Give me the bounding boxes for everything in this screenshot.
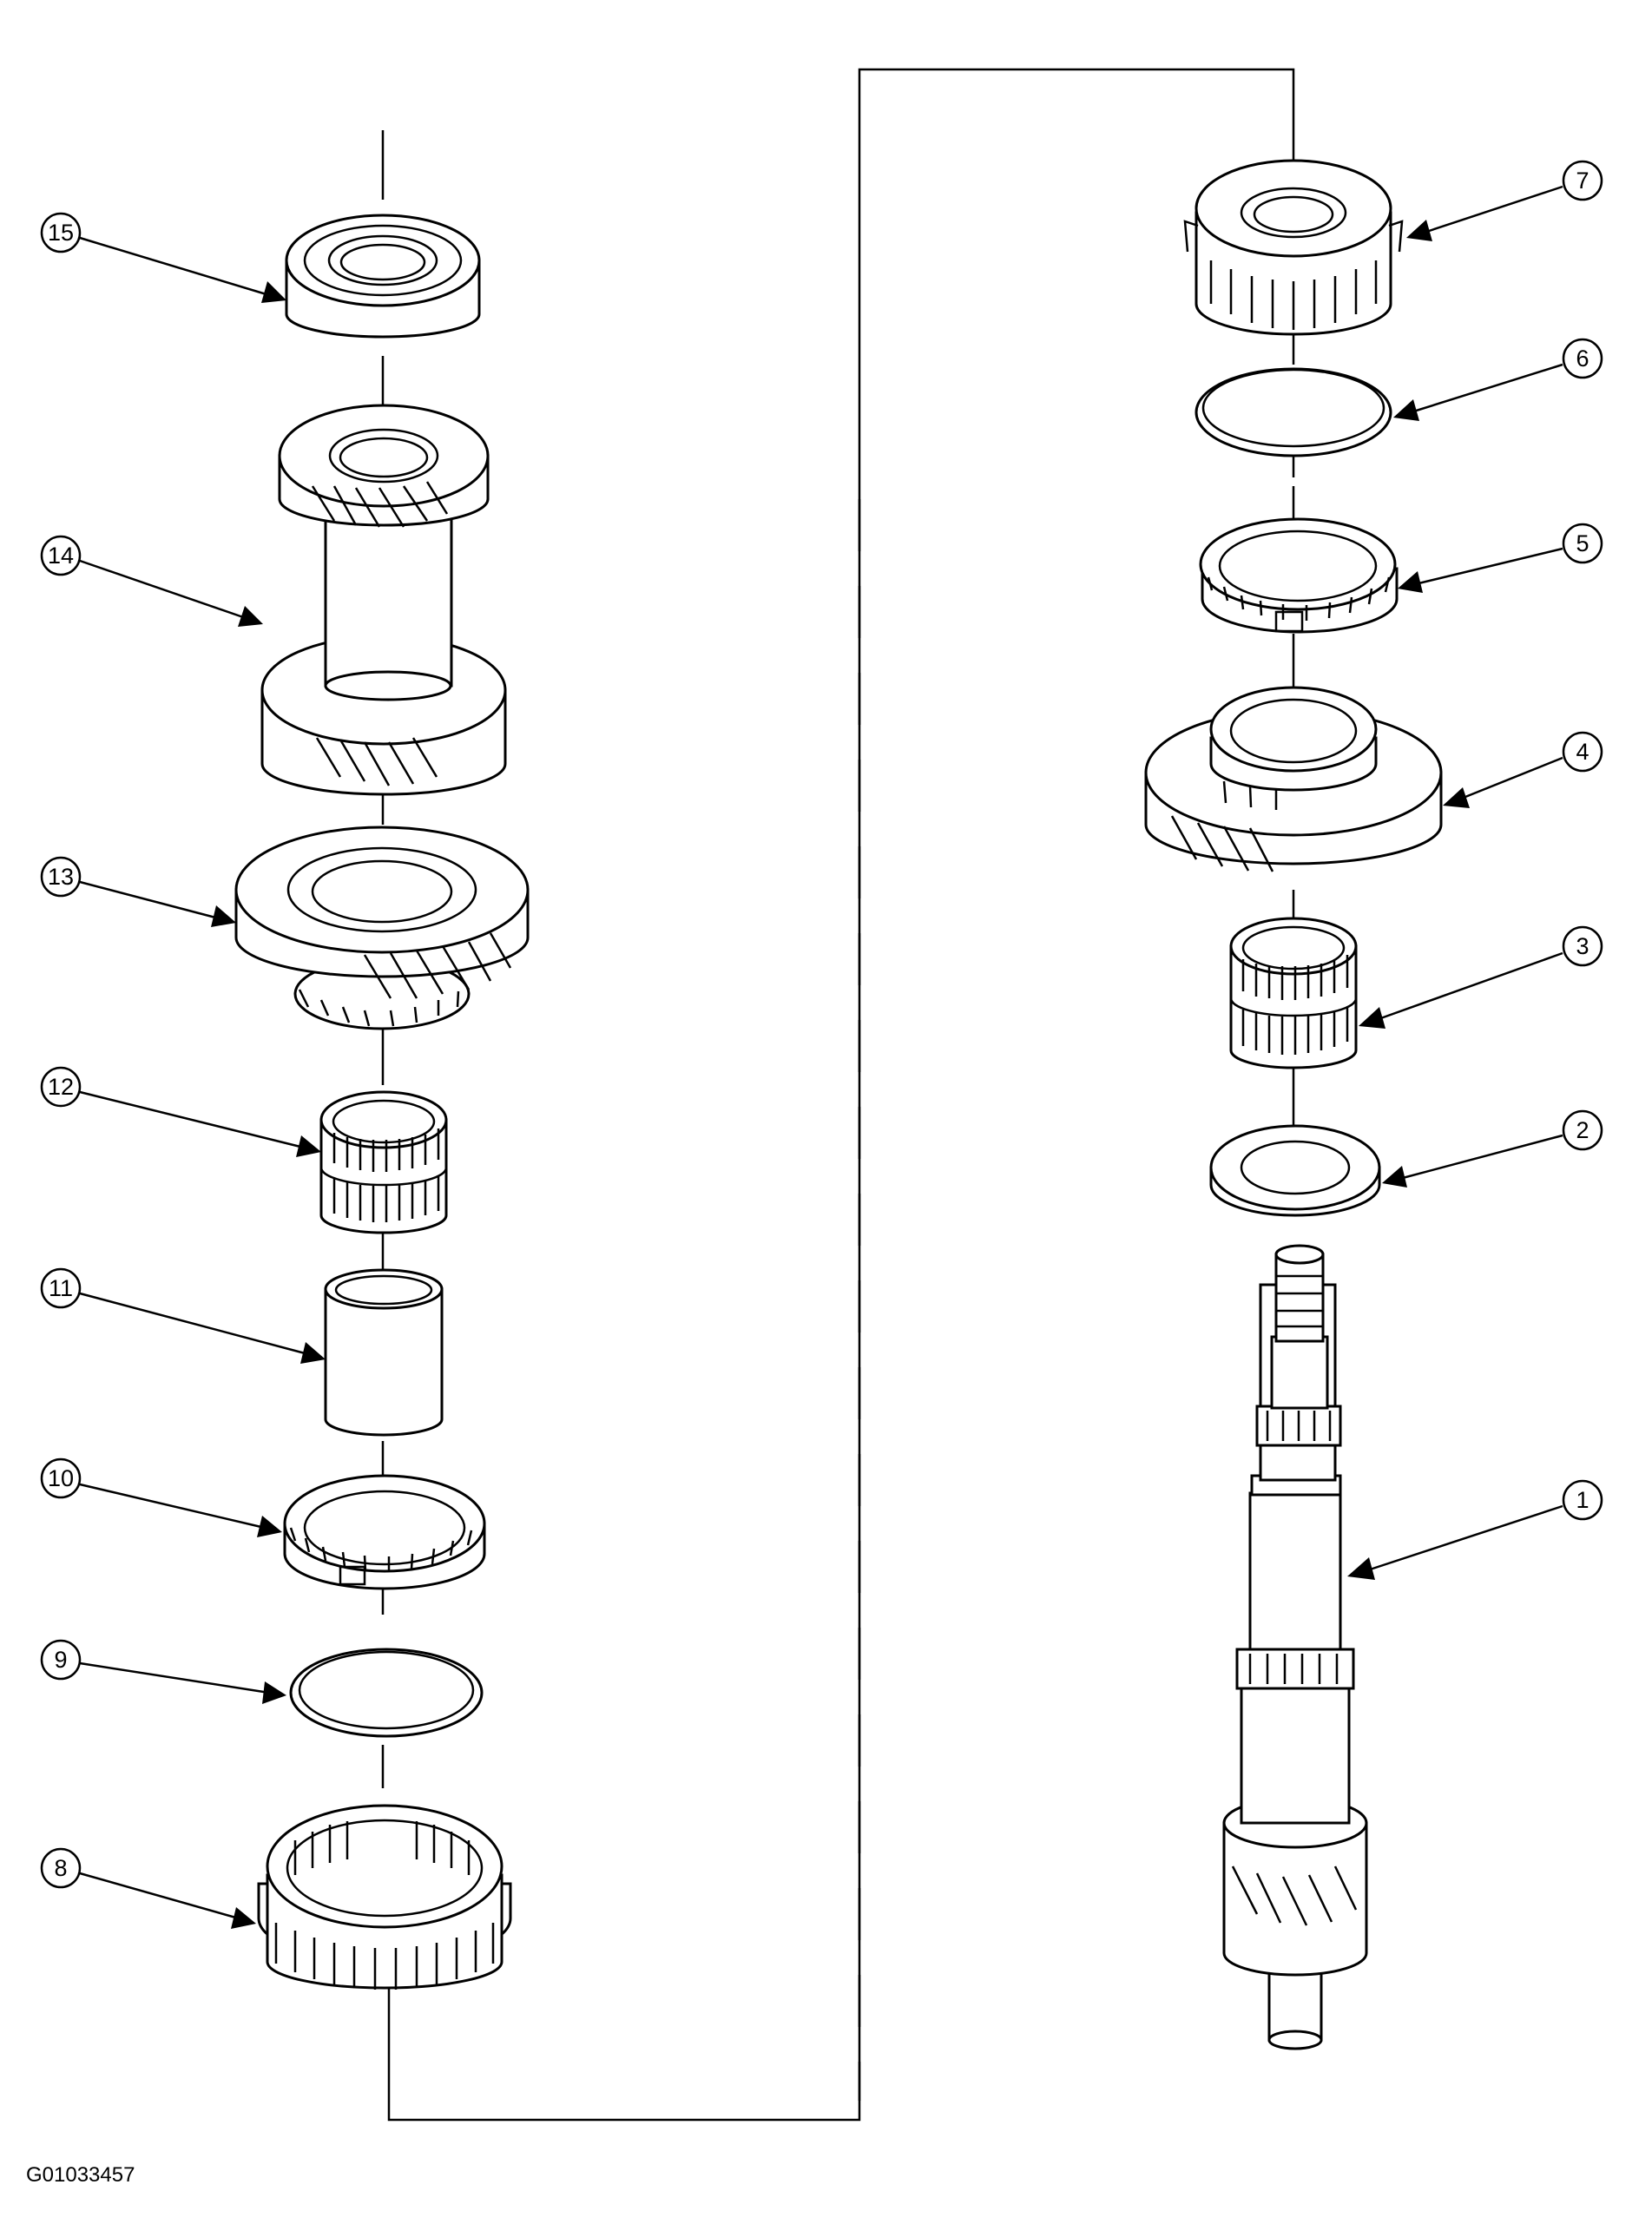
callout-15-label: 15 [48, 220, 74, 246]
callout-15-circle [40, 212, 82, 253]
callout-3-circle [1562, 925, 1603, 967]
callout-9: 9 [40, 1639, 286, 1704]
callout-2: 2 [1382, 1109, 1603, 1188]
part-synchronizer-ring-right [1199, 517, 1399, 634]
part-thrust-washer [1209, 1124, 1381, 1217]
callout-9-circle [40, 1639, 82, 1681]
callout-1: 1 [1347, 1479, 1603, 1580]
callout-10-label: 10 [48, 1465, 74, 1491]
callout-14-circle [40, 535, 82, 576]
part-needle-bearing-right [1229, 917, 1358, 1069]
callout-2-circle [1562, 1109, 1603, 1151]
callout-6: 6 [1393, 338, 1603, 421]
callout-12: 12 [40, 1066, 321, 1157]
callout-4-label: 4 [1576, 739, 1589, 765]
callout-10-circle [40, 1457, 82, 1499]
callout-4-circle [1562, 731, 1603, 773]
callout-8-label: 8 [54, 1855, 67, 1881]
callout-11-circle [40, 1267, 82, 1309]
callout-3-label: 3 [1576, 933, 1589, 959]
part-snap-ring-right [1195, 367, 1392, 457]
callout-11-label: 11 [49, 1275, 73, 1301]
callout-12-circle [40, 1066, 82, 1108]
callout-2-label: 2 [1576, 1117, 1589, 1143]
part-helical-gear-right [1144, 686, 1443, 872]
callout-1-label: 1 [1576, 1487, 1589, 1513]
callout-15: 15 [40, 212, 286, 303]
callout-4: 4 [1443, 731, 1603, 808]
part-gear-with-cone [234, 826, 530, 1030]
part-synchronizer-hub [1183, 159, 1404, 336]
part-sleeve [324, 1268, 444, 1437]
callout-5-circle [1562, 523, 1603, 564]
callout-5: 5 [1398, 523, 1603, 593]
part-snap-ring-left [289, 1648, 484, 1738]
part-cluster-gear [260, 404, 507, 796]
callout-6-label: 6 [1576, 345, 1589, 372]
callout-13-circle [40, 856, 82, 898]
callout-3: 3 [1359, 925, 1603, 1029]
callout-7-label: 7 [1576, 168, 1589, 194]
callout-7: 7 [1406, 160, 1603, 241]
part-main-shaft [1222, 1244, 1368, 2050]
callout-14: 14 [40, 535, 263, 627]
callout-11: 11 [40, 1267, 326, 1364]
part-synchronizer-ring-left [283, 1474, 486, 1590]
callout-9-label: 9 [54, 1647, 67, 1673]
callout-1-circle [1562, 1479, 1603, 1521]
part-ball-bearing [285, 214, 481, 339]
callout-5-label: 5 [1576, 530, 1589, 556]
callout-13-label: 13 [48, 864, 74, 890]
callout-13: 13 [40, 856, 236, 927]
callout-8: 8 [40, 1847, 256, 1929]
callout-7-circle [1562, 160, 1603, 201]
connector-line [387, 68, 1295, 2122]
callout-12-label: 12 [48, 1074, 74, 1100]
part-needle-bearing-left [319, 1090, 448, 1234]
callout-8-circle [40, 1847, 82, 1889]
callout-14-label: 14 [48, 543, 74, 569]
callout-10: 10 [40, 1457, 282, 1537]
callout-6-circle [1562, 338, 1603, 379]
part-synchronizer-sleeve-gear [257, 1804, 512, 1990]
figure-code: G01033457 [26, 2163, 135, 2187]
